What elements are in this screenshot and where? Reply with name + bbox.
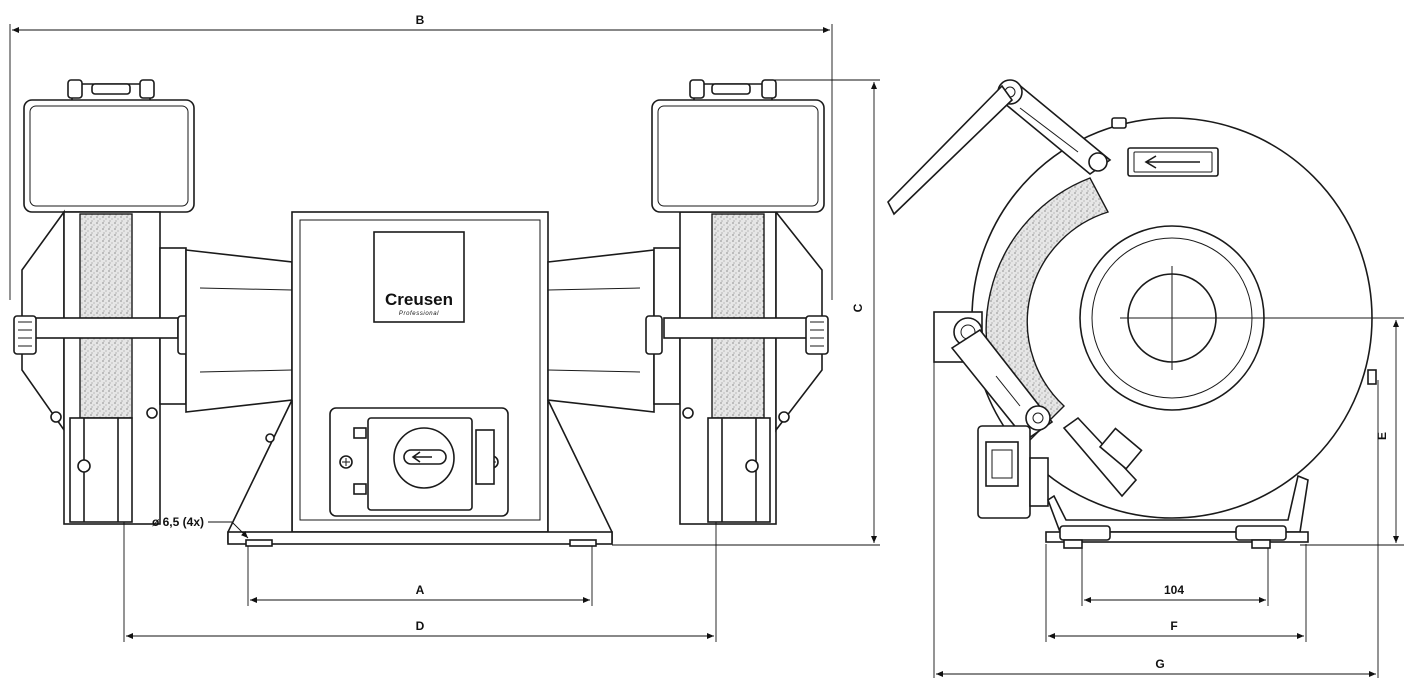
side-base (1045, 369, 1377, 549)
label-104: 104 (1164, 583, 1184, 597)
dimension-side-base: 104 (1081, 548, 1269, 606)
left-bolt-icon (77, 459, 91, 473)
right-bolt-icon (682, 407, 694, 419)
left-wheel-housing (13, 209, 195, 525)
dimension-g: G (933, 362, 1379, 678)
side-switch (977, 425, 1049, 519)
right-bolt-icon (778, 411, 790, 423)
brand-tagline: Professional (399, 311, 439, 317)
rotation-arrow-icon (1144, 155, 1200, 169)
label-e: E (1375, 432, 1389, 440)
right-bolt-icon (745, 459, 759, 473)
side-view: E 104 F G (887, 79, 1404, 678)
right-wheel-housing (645, 209, 829, 525)
hole-callout: ø 6,5 (4x) (152, 515, 249, 539)
left-grinding-wheel (79, 213, 133, 419)
label-a: A (416, 583, 425, 597)
label-c: C (851, 303, 865, 312)
motor-housing: Creusen Professional (227, 211, 613, 547)
direction-arrow-icon (411, 451, 432, 463)
dimension-d: D (123, 522, 717, 642)
brand-plate (373, 231, 465, 323)
label-b: B (416, 13, 425, 27)
right-spark-guard (651, 79, 825, 213)
side-guard-arm (887, 79, 1127, 216)
left-bolt-icon (146, 407, 158, 419)
label-f: F (1170, 619, 1177, 633)
right-motor-cone (547, 249, 655, 413)
label-g: G (1155, 657, 1164, 671)
dimension-e: E (1300, 320, 1404, 546)
dimension-b: B (9, 13, 833, 300)
left-motor-cone (185, 249, 293, 413)
front-view: Creusen Professional (9, 13, 880, 642)
left-spark-guard (23, 79, 195, 213)
dimension-c: C (612, 79, 880, 546)
right-grinding-wheel (711, 213, 765, 419)
dimension-f: F (1045, 544, 1307, 642)
label-holes: ø 6,5 (4x) (152, 515, 204, 529)
brand-name: Creusen (385, 290, 453, 309)
dimension-a: A (247, 546, 593, 606)
side-tool-rest (933, 311, 1143, 498)
label-d: D (416, 619, 425, 633)
left-bolt-icon (50, 411, 62, 423)
